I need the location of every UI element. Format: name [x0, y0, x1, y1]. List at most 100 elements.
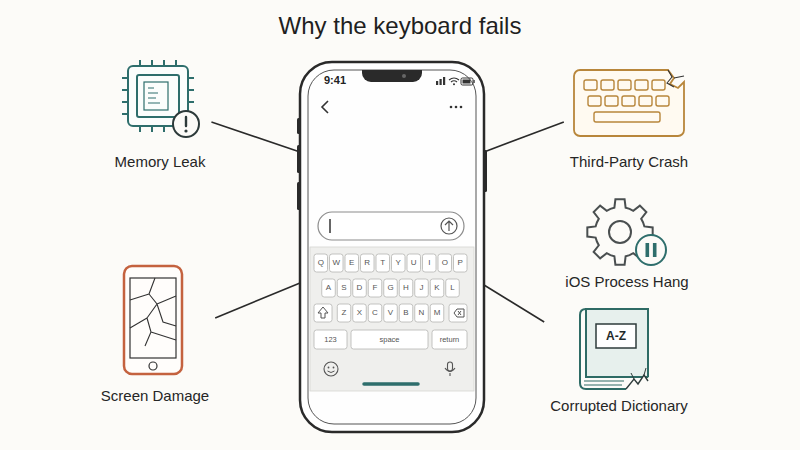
key-cap — [368, 304, 382, 322]
key-cap — [322, 279, 336, 297]
phone-illustration — [441, 218, 457, 234]
phone-illustration — [463, 80, 471, 84]
book-icon — [586, 309, 648, 377]
key-label: A — [326, 284, 331, 292]
label-slot: L — [446, 279, 460, 297]
cracked-phone-icon — [130, 278, 176, 358]
key-label: F — [373, 284, 378, 292]
key-label: O — [442, 259, 448, 267]
phone-illustration — [329, 219, 331, 233]
phone-illustration — [318, 212, 464, 240]
node-label: 9:41 — [324, 74, 346, 86]
key-label: T — [380, 259, 385, 267]
key-label: B — [403, 309, 408, 317]
phone-illustration — [310, 247, 474, 391]
key-cap — [432, 330, 467, 349]
key-label: return — [440, 336, 460, 344]
cause-icon: Memory Leak — [109, 62, 212, 170]
label-slot: K — [430, 279, 444, 297]
gear-icon — [636, 235, 666, 265]
phone-illustration — [324, 362, 338, 376]
cause-icon: Third-Party Crash — [564, 66, 694, 170]
label-slot: T — [376, 254, 390, 272]
alert-badge — [173, 111, 199, 137]
connector-line — [215, 283, 300, 318]
label-slot: Y — [392, 254, 406, 272]
key-label: I — [428, 259, 430, 267]
key-cap — [399, 304, 413, 322]
key-cap — [314, 254, 328, 272]
phone-illustration — [461, 78, 473, 85]
phone-illustration — [445, 221, 453, 231]
key-cap — [337, 304, 351, 322]
key-label: Q — [318, 259, 324, 267]
gear-icon — [646, 243, 650, 257]
key-cap — [407, 254, 421, 272]
key-label: space — [379, 336, 399, 344]
key-cap — [399, 279, 413, 297]
icon-key — [622, 96, 635, 106]
key-cap — [337, 279, 351, 297]
phone-illustration — [328, 367, 330, 369]
book-label: A-Z — [606, 330, 626, 342]
icon-key — [652, 80, 665, 90]
icon-key — [656, 96, 669, 106]
key-label: M — [434, 309, 441, 317]
key-label: D — [357, 284, 363, 292]
node-label: Memory Leak — [115, 153, 206, 170]
chip-icon — [148, 88, 160, 103]
key-label: K — [434, 284, 439, 292]
phone-illustration — [328, 371, 335, 373]
label-slot: N — [415, 304, 429, 322]
label-slot: H — [399, 279, 413, 297]
cause-icon: iOS Process Hang — [559, 196, 694, 290]
icon-key — [618, 80, 631, 90]
node-label: Corrupted Dictionary — [550, 397, 688, 414]
phone-illustration — [362, 70, 422, 82]
label-slot: A-Z — [596, 324, 636, 348]
cause-icon: Corrupted Dictionary — [544, 300, 694, 414]
phone-illustration — [440, 79, 442, 85]
key-label: G — [387, 284, 393, 292]
key-cap — [454, 254, 468, 272]
key-cap — [415, 279, 429, 297]
phone-illustration — [333, 367, 335, 369]
phone-illustration — [402, 74, 406, 78]
cracked-phone-icon — [130, 278, 176, 346]
label-slot: M — [430, 304, 444, 322]
alert-badge — [173, 111, 199, 137]
book-icon — [626, 375, 648, 389]
alert-badge — [185, 117, 187, 126]
label-slot: return — [432, 330, 467, 349]
phone-illustration — [314, 254, 467, 349]
key-label: S — [341, 284, 346, 292]
key-label: N — [419, 309, 425, 317]
chip-icon — [144, 82, 168, 110]
label-slot: Q — [314, 254, 328, 272]
key-cap — [351, 330, 428, 349]
icon-key — [635, 80, 648, 90]
key-cap — [353, 279, 367, 297]
label-slot: P — [454, 254, 468, 272]
label-slot: I — [423, 254, 437, 272]
key-label: V — [388, 309, 393, 317]
key-label: P — [458, 259, 463, 267]
node-label: iOS Process Hang — [565, 273, 688, 290]
icon-key — [601, 80, 614, 90]
label-slot: space — [351, 330, 428, 349]
icon-key — [584, 80, 597, 90]
phone-illustration — [308, 70, 476, 424]
icon-key — [639, 96, 652, 106]
key-cap — [446, 279, 460, 297]
phone-illustration — [445, 368, 455, 376]
key-label: U — [411, 259, 417, 267]
phone-illustration — [318, 307, 328, 318]
label-slot: E — [345, 254, 359, 272]
gear-icon — [587, 199, 666, 265]
label-slot: V — [384, 304, 398, 322]
phone-illustration — [449, 78, 459, 82]
book-icon — [584, 381, 624, 385]
phone-illustration — [450, 106, 453, 109]
label-slot: O — [438, 254, 452, 272]
